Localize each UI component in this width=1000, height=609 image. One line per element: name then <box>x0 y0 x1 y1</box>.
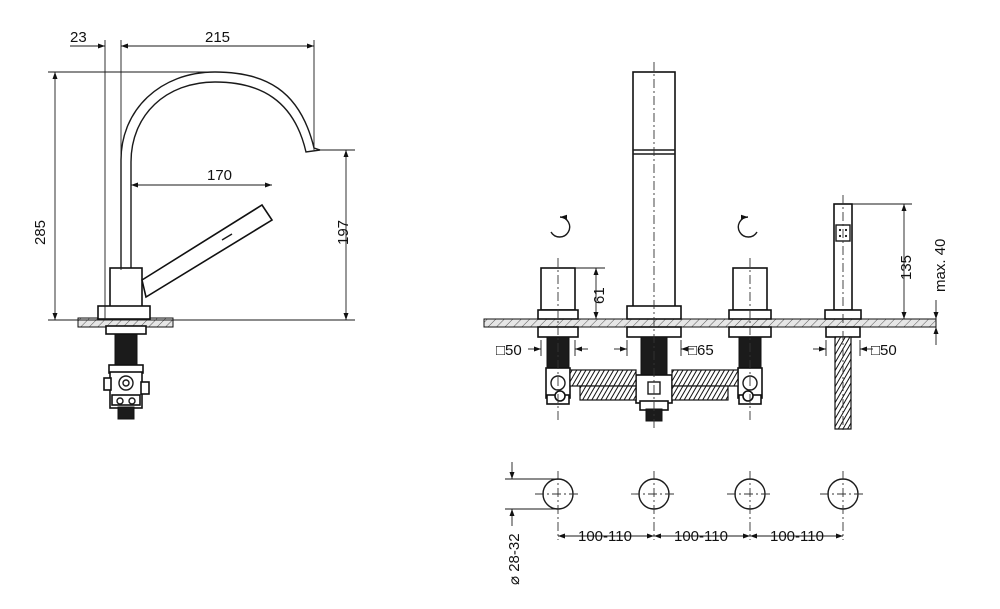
dim-23-label: 23 <box>70 29 87 46</box>
dim-135-label: 135 <box>898 255 915 280</box>
rotate-cw-icon <box>737 214 758 238</box>
spacing-2-label: 100-110 <box>674 528 728 545</box>
spout <box>120 71 321 270</box>
square-65-label: □65 <box>688 342 714 359</box>
dim-max40-label: max. 40 <box>932 239 949 292</box>
dim-197-label: 197 <box>335 220 352 245</box>
rotate-ccw-icon <box>550 214 571 238</box>
mixer-body <box>109 267 143 311</box>
dim-61-label: 61 <box>591 287 608 304</box>
square-50-right-label: □50 <box>871 342 897 359</box>
square-50-left-label: □50 <box>496 342 522 359</box>
base-ring <box>97 305 151 320</box>
threaded-shank <box>114 329 138 371</box>
lever-handle <box>141 203 274 299</box>
deck-front <box>483 318 937 328</box>
spacing-3-label: 100-110 <box>770 528 824 545</box>
side-view: 23 215 170 285 197 <box>32 29 355 420</box>
dim-170-label: 170 <box>207 167 232 184</box>
dim-215-label: 215 <box>205 29 230 46</box>
front-view: 61 135 max. 40 □50 □65 □50 <box>483 62 949 432</box>
spacing-1-label: 100-110 <box>578 528 632 545</box>
hole-layout: ⌀ 28-32 100-110 100-110 100-110 <box>505 462 866 585</box>
diameter-label: ⌀ 28-32 <box>506 533 523 585</box>
dim-285-label: 285 <box>32 220 49 245</box>
